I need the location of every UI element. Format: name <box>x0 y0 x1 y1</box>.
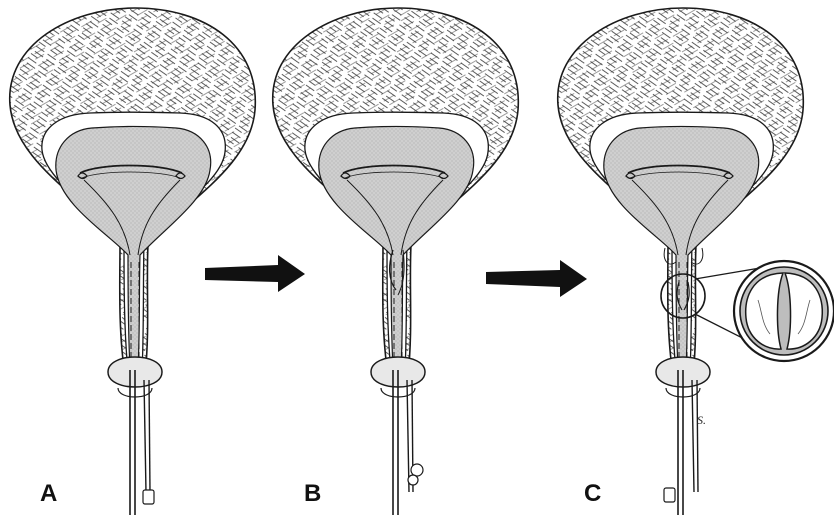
panel-label-a: A <box>40 480 57 508</box>
panel-label-b: B <box>304 480 321 508</box>
panel-c-illustration <box>558 8 804 515</box>
artist-signature: S. <box>697 413 706 428</box>
arrow-b-to-c <box>486 260 587 297</box>
panel-label-c: C <box>584 480 601 508</box>
panel-b-illustration <box>273 8 519 515</box>
panel-a-illustration <box>10 8 256 515</box>
inset-magnified-view <box>695 261 834 361</box>
arrow-a-to-b <box>205 255 305 292</box>
